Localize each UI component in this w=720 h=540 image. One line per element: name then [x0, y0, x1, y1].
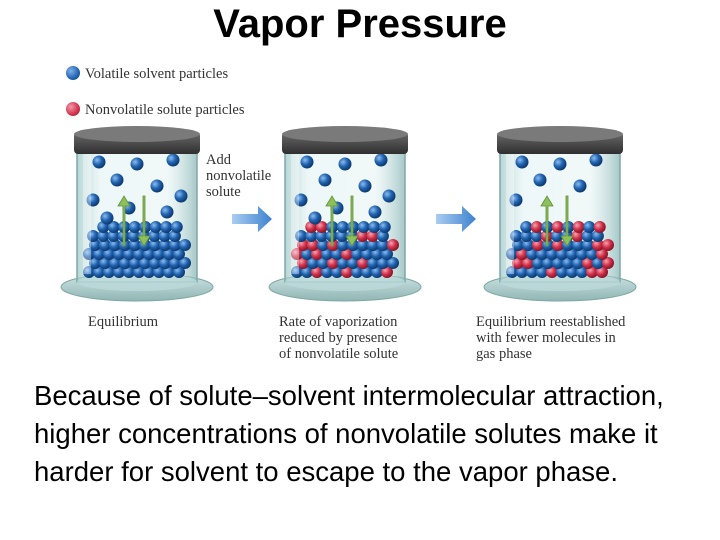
- vapor-particle: [111, 174, 124, 187]
- solvent-particle: [129, 221, 141, 233]
- vapor-particle: [151, 180, 164, 193]
- solute-particle: [594, 221, 606, 233]
- explanation-text: Because of solute–solvent intermolecular…: [34, 377, 704, 491]
- vapor-particle: [161, 206, 174, 219]
- solvent-particle: [583, 221, 595, 233]
- vapor-particle: [534, 174, 547, 187]
- solute-particle: [531, 221, 543, 233]
- vapor-particle: [167, 154, 180, 167]
- vapor-particle: [516, 156, 529, 169]
- jar-equilibrium: [61, 126, 213, 301]
- solvent-particle: [379, 221, 391, 233]
- solute-particle: [387, 239, 399, 251]
- vapor-particle: [101, 212, 114, 225]
- vapor-particle: [369, 206, 382, 219]
- jar-new-equilibrium: [484, 126, 636, 301]
- process-arrow-2: [436, 206, 476, 232]
- vapor-particle: [359, 180, 372, 193]
- process-arrow-1: [232, 206, 272, 232]
- solvent-particle: [150, 221, 162, 233]
- vapor-particle: [131, 158, 144, 171]
- caption-rate-reduced: Rate of vaporization reduced by presence…: [279, 314, 398, 362]
- vapor-particle: [339, 158, 352, 171]
- solvent-particle: [520, 221, 532, 233]
- vapor-particle: [554, 158, 567, 171]
- solute-particle: [552, 221, 564, 233]
- solute-particle: [602, 239, 614, 251]
- solvent-particle: [160, 221, 172, 233]
- solvent-particle: [368, 221, 380, 233]
- vapor-particle: [93, 156, 106, 169]
- solute-particle: [573, 221, 585, 233]
- caption-reestablished: Equilibrium reestablished with fewer mol…: [476, 314, 625, 362]
- vapor-particle: [301, 156, 314, 169]
- caption-equilibrium: Equilibrium: [88, 314, 158, 330]
- vapor-particle: [574, 180, 587, 193]
- vapor-particle: [375, 154, 388, 167]
- solvent-particle: [171, 221, 183, 233]
- add-solute-label: Add nonvolatile solute: [206, 152, 296, 200]
- vapor-particle: [590, 154, 603, 167]
- vapor-particle: [175, 190, 188, 203]
- solvent-particle: [358, 221, 370, 233]
- solvent-particle: [337, 221, 349, 233]
- vapor-particle: [319, 174, 332, 187]
- vapor-particle: [383, 190, 396, 203]
- solvent-particle: [179, 239, 191, 251]
- vapor-particle: [309, 212, 322, 225]
